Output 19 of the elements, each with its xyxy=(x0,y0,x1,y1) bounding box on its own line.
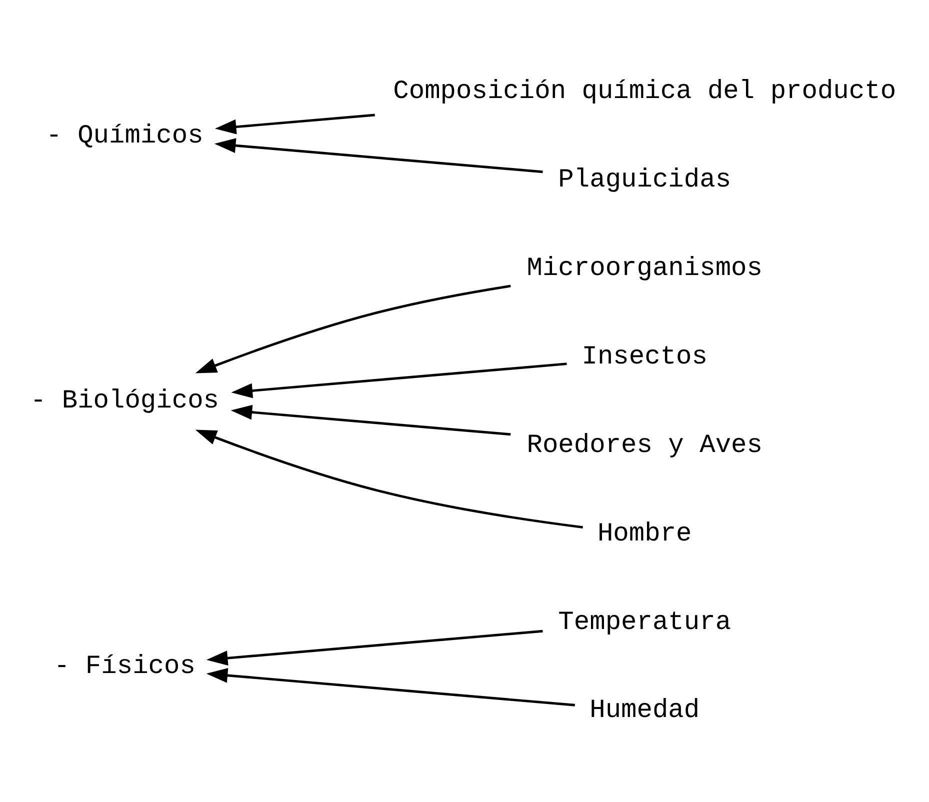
node-text: Microorganismos xyxy=(526,252,762,283)
arrow xyxy=(231,362,567,398)
node-text: - Químicos xyxy=(46,120,204,150)
arrow xyxy=(230,404,511,436)
node-text: Hombre xyxy=(597,518,692,548)
arrow xyxy=(195,429,583,528)
arrow xyxy=(214,138,543,173)
node-text: Insectos xyxy=(582,341,708,372)
node-text: Humedad xyxy=(590,694,700,725)
node-text: Composición química del producto xyxy=(393,76,896,106)
node-text: Temperatura xyxy=(558,606,732,636)
arrow xyxy=(195,284,511,373)
node-text: Roedores y Aves xyxy=(526,429,762,460)
node-text: - Biológicos xyxy=(30,385,220,416)
node-text: Plaguicidas xyxy=(558,164,732,194)
arrow xyxy=(206,629,543,666)
arrow xyxy=(214,113,375,134)
node-text: - Físicos xyxy=(54,650,196,680)
arrow xyxy=(206,668,576,706)
